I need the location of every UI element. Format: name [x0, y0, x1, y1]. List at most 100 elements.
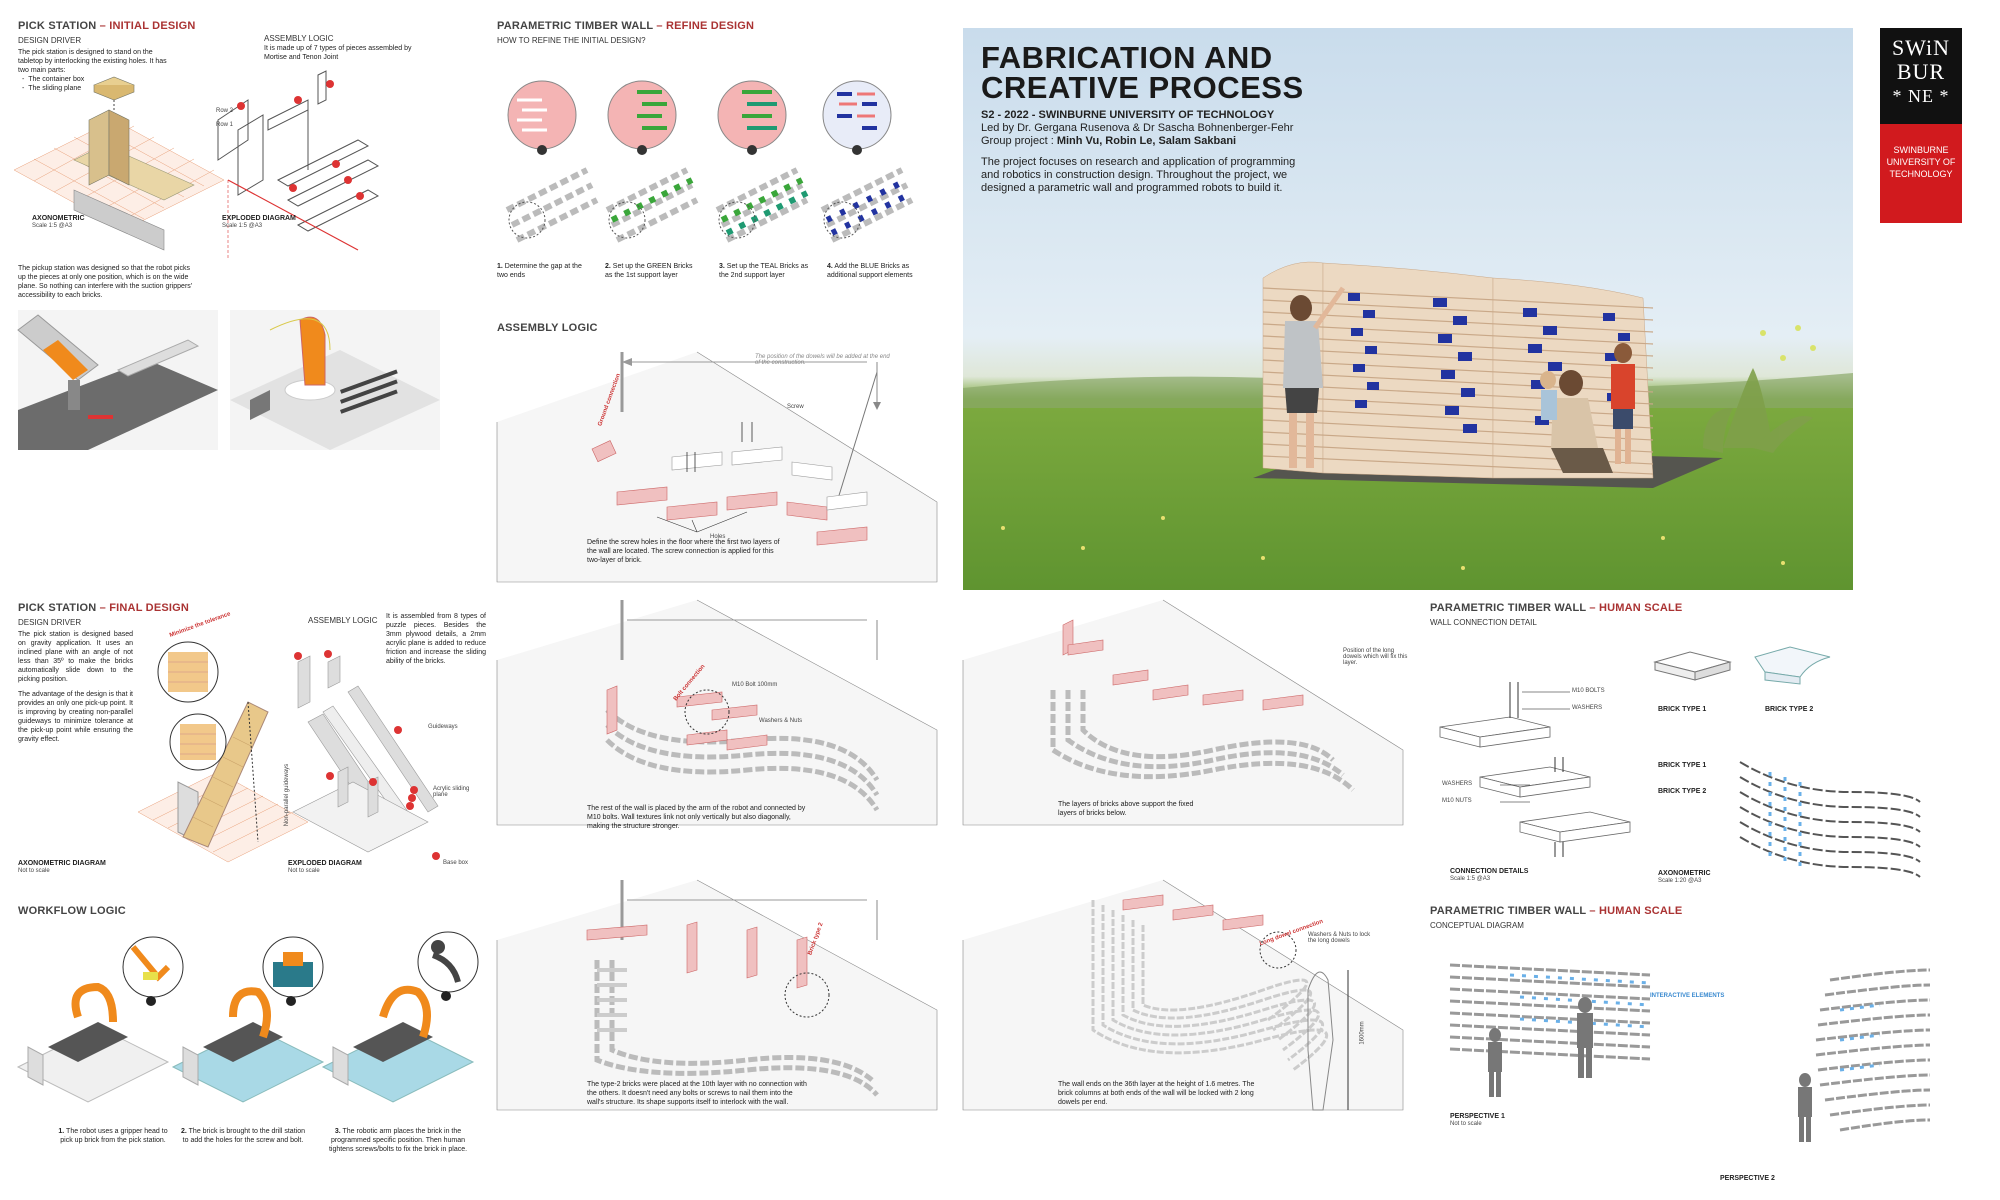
workflow-panel: WORKFLOW LOGIC [16, 905, 488, 1165]
hero-title-2: CREATIVE PROCESS [981, 70, 1304, 105]
conceptual-subtitle: CONCEPTUAL DIAGRAM [1430, 921, 1524, 930]
perspective-1-drawing [1449, 963, 1651, 1097]
assembly-logic-label: ASSEMBLY LOGIC [308, 616, 378, 625]
workflow-step-2: 2. The brick is brought to the drill sta… [180, 1128, 305, 1144]
human-scale-panel-1: PARAMETRIC TIMBER WALL – HUMAN SCALE WAL… [1430, 602, 1970, 892]
human-scale-panel-2: PARAMETRIC TIMBER WALL – HUMAN SCALE CON… [1430, 905, 1970, 1185]
axo-label: AXONOMETRIC [32, 215, 85, 222]
refine-panel: PARAMETRIC TIMBER WALL – REFINE DESIGN H… [497, 20, 952, 310]
exploded-label: EXPLODED DIAGRAM [222, 215, 296, 222]
perspective-1-label: PERSPECTIVE 1 [1450, 1113, 1505, 1120]
m10-label: M10 Bolt 100mm [732, 682, 778, 688]
axo-scale: Not to scale [18, 868, 50, 874]
m10-nuts-label: M10 NUTS [1442, 798, 1472, 804]
final-axo-drawing [137, 641, 309, 863]
assembly-diagram-5 [962, 879, 1404, 1111]
refine-step-3: 3. Set up the TEAL Bricks as the 2nd sup… [719, 263, 809, 279]
axo-label: AXONOMETRIC [1658, 870, 1711, 877]
interactive-elements-label: INTERACTIVE ELEMENTS [1650, 993, 1725, 999]
assembly-logic-label: ASSEMBLY LOGIC [264, 34, 334, 43]
hero-text: FABRICATION AND CREATIVE PROCESS S2 - 20… [981, 40, 1321, 195]
workflow-step-3: 3. The robotic arm places the brick in t… [328, 1128, 468, 1153]
assembly-panel-3: Brick type 2 The type-2 bricks were plac… [496, 879, 942, 1170]
assembly-diagram-4 [962, 599, 1404, 826]
axo-label: AXONOMETRIC DIAGRAM [18, 860, 106, 867]
row2-label: Row 2 [216, 108, 234, 114]
pickup-text: The pickup station was designed so that … [18, 265, 193, 299]
workflow-diagram [16, 931, 479, 1103]
section-title: PICK STATION – FINAL DESIGN [18, 602, 190, 614]
assembly-diagram-3 [496, 879, 938, 1111]
robot-render-1 [17, 310, 218, 450]
hero-title-1: FABRICATION AND [981, 40, 1273, 75]
assembly-diagram-2 [496, 599, 938, 826]
assembly-logic-text: It is made up of 7 types of pieces assem… [264, 45, 412, 61]
design-driver-text: The pick station is designed to stand on… [18, 49, 167, 74]
guideways-label: Guideways [428, 724, 458, 730]
m10-bolts-label: M10 BOLTS [1572, 688, 1605, 694]
hero-render: FABRICATION AND CREATIVE PROCESS S2 - 20… [963, 28, 1853, 590]
section-title: ASSEMBLY LOGIC [497, 322, 598, 334]
perspective-2-drawing [1798, 968, 1931, 1142]
washers-label-2: WASHERS [1442, 781, 1473, 787]
hero-line-1: S2 - 2022 - SWINBURNE UNIVERSITY OF TECH… [981, 109, 1275, 121]
washers-label: WASHERS [1572, 705, 1603, 711]
row1-label: Row 1 [216, 122, 234, 128]
design-driver-label: DESIGN DRIVER [18, 618, 82, 627]
design-driver-label: DESIGN DRIVER [18, 36, 82, 45]
refine-step-1: 1. Determine the gap at the two ends [497, 263, 582, 279]
assembly-panel-1: ASSEMBLY LOGIC The position of the dowel… [496, 322, 942, 592]
assembly-caption-2: The rest of the wall is placed by the ar… [587, 805, 806, 830]
connection-subtitle: WALL CONNECTION DETAIL [1430, 618, 1537, 627]
basebox-label: Base box [443, 860, 469, 866]
washers-lock-label: Washers & Nuts to lock the long dowels [1308, 932, 1371, 944]
conn-details-label: CONNECTION DETAILS [1450, 868, 1529, 875]
pick-initial-panel: PICK STATION – INITIAL DESIGN DESIGN DRI… [13, 20, 488, 590]
exploded-label: EXPLODED DIAGRAM [288, 860, 362, 867]
final-exploded-drawing [292, 650, 440, 860]
conn-details-scale: Scale 1:5 @A3 [1450, 876, 1491, 882]
connection-detail-drawing [1439, 682, 1631, 857]
axo-brick-type-1: BRICK TYPE 1 [1658, 762, 1707, 769]
exploded-scale: Not to scale [288, 868, 320, 874]
perspective-2-label: PERSPECTIVE 2 [1720, 1175, 1775, 1182]
brick-types-drawing [1653, 646, 1831, 685]
exploded-scale: Scale 1:5 @A3 [222, 223, 263, 229]
assembly-diagram-1 [496, 351, 938, 583]
assembly-panel-4: Position of the long dowels which will f… [962, 599, 1408, 865]
washers-label: Washers & Nuts [759, 718, 803, 724]
assembly-caption-5: The wall ends on the 36th layer at the h… [1058, 1081, 1255, 1106]
advantage-text: The advantage of the design is that it p… [18, 691, 133, 743]
exploded-drawing [217, 70, 380, 260]
assembly-caption-3: The type-2 bricks were placed at the 10t… [587, 1081, 807, 1106]
holes-label: Holes [710, 534, 726, 540]
refine-diagram [505, 80, 914, 243]
refine-question: HOW TO REFINE THE INITIAL DESIGN? [497, 36, 646, 45]
dowel-position-label: Position of the long dowels which will f… [1343, 648, 1408, 666]
perspective-1-scale: Not to scale [1450, 1121, 1482, 1127]
section-title: PARAMETRIC TIMBER WALL – HUMAN SCALE [1430, 602, 1683, 614]
section-title: WORKFLOW LOGIC [18, 905, 126, 917]
hero-line-3: Group project : Minh Vu, Robin Le, Salam… [981, 135, 1237, 147]
height-label: 1600mm [1359, 1021, 1366, 1045]
section-title: PARAMETRIC TIMBER WALL – REFINE DESIGN [497, 20, 755, 32]
refine-step-4: 4. Add the BLUE Bricks as additional sup… [827, 263, 913, 279]
workflow-step-1: 1. The robot uses a gripper head to pick… [58, 1128, 168, 1144]
assembly-panel-5: Long dowel connection Washers & Nuts to … [962, 879, 1408, 1170]
robot-render-2 [230, 310, 440, 450]
acrylic-label: Acrylic sliding plane [433, 786, 470, 798]
axonometric-wall [1739, 761, 1921, 878]
hero-description: The project focuses on research and appl… [981, 156, 1296, 194]
refine-step-2: 2. Set up the GREEN Bricks as the 1st su… [605, 263, 693, 279]
section-title: PARAMETRIC TIMBER WALL – HUMAN SCALE [1430, 905, 1683, 917]
axo-scale: Scale 1:20 @A3 [1658, 878, 1702, 884]
dowel-note: The position of the dowels will be added… [755, 354, 890, 366]
part-2: - The sliding plane [22, 85, 82, 92]
assembly-caption-4: The layers of bricks above support the f… [1058, 801, 1194, 817]
part-1: - The container box [22, 76, 85, 83]
assembly-caption-1: Define the screw holes in the floor wher… [587, 539, 780, 564]
axo-scale: Scale 1:5 @A3 [32, 223, 73, 229]
assembly-panel-2: M10 Bolt 100mm Washers & Nuts Bolt conne… [496, 599, 942, 865]
